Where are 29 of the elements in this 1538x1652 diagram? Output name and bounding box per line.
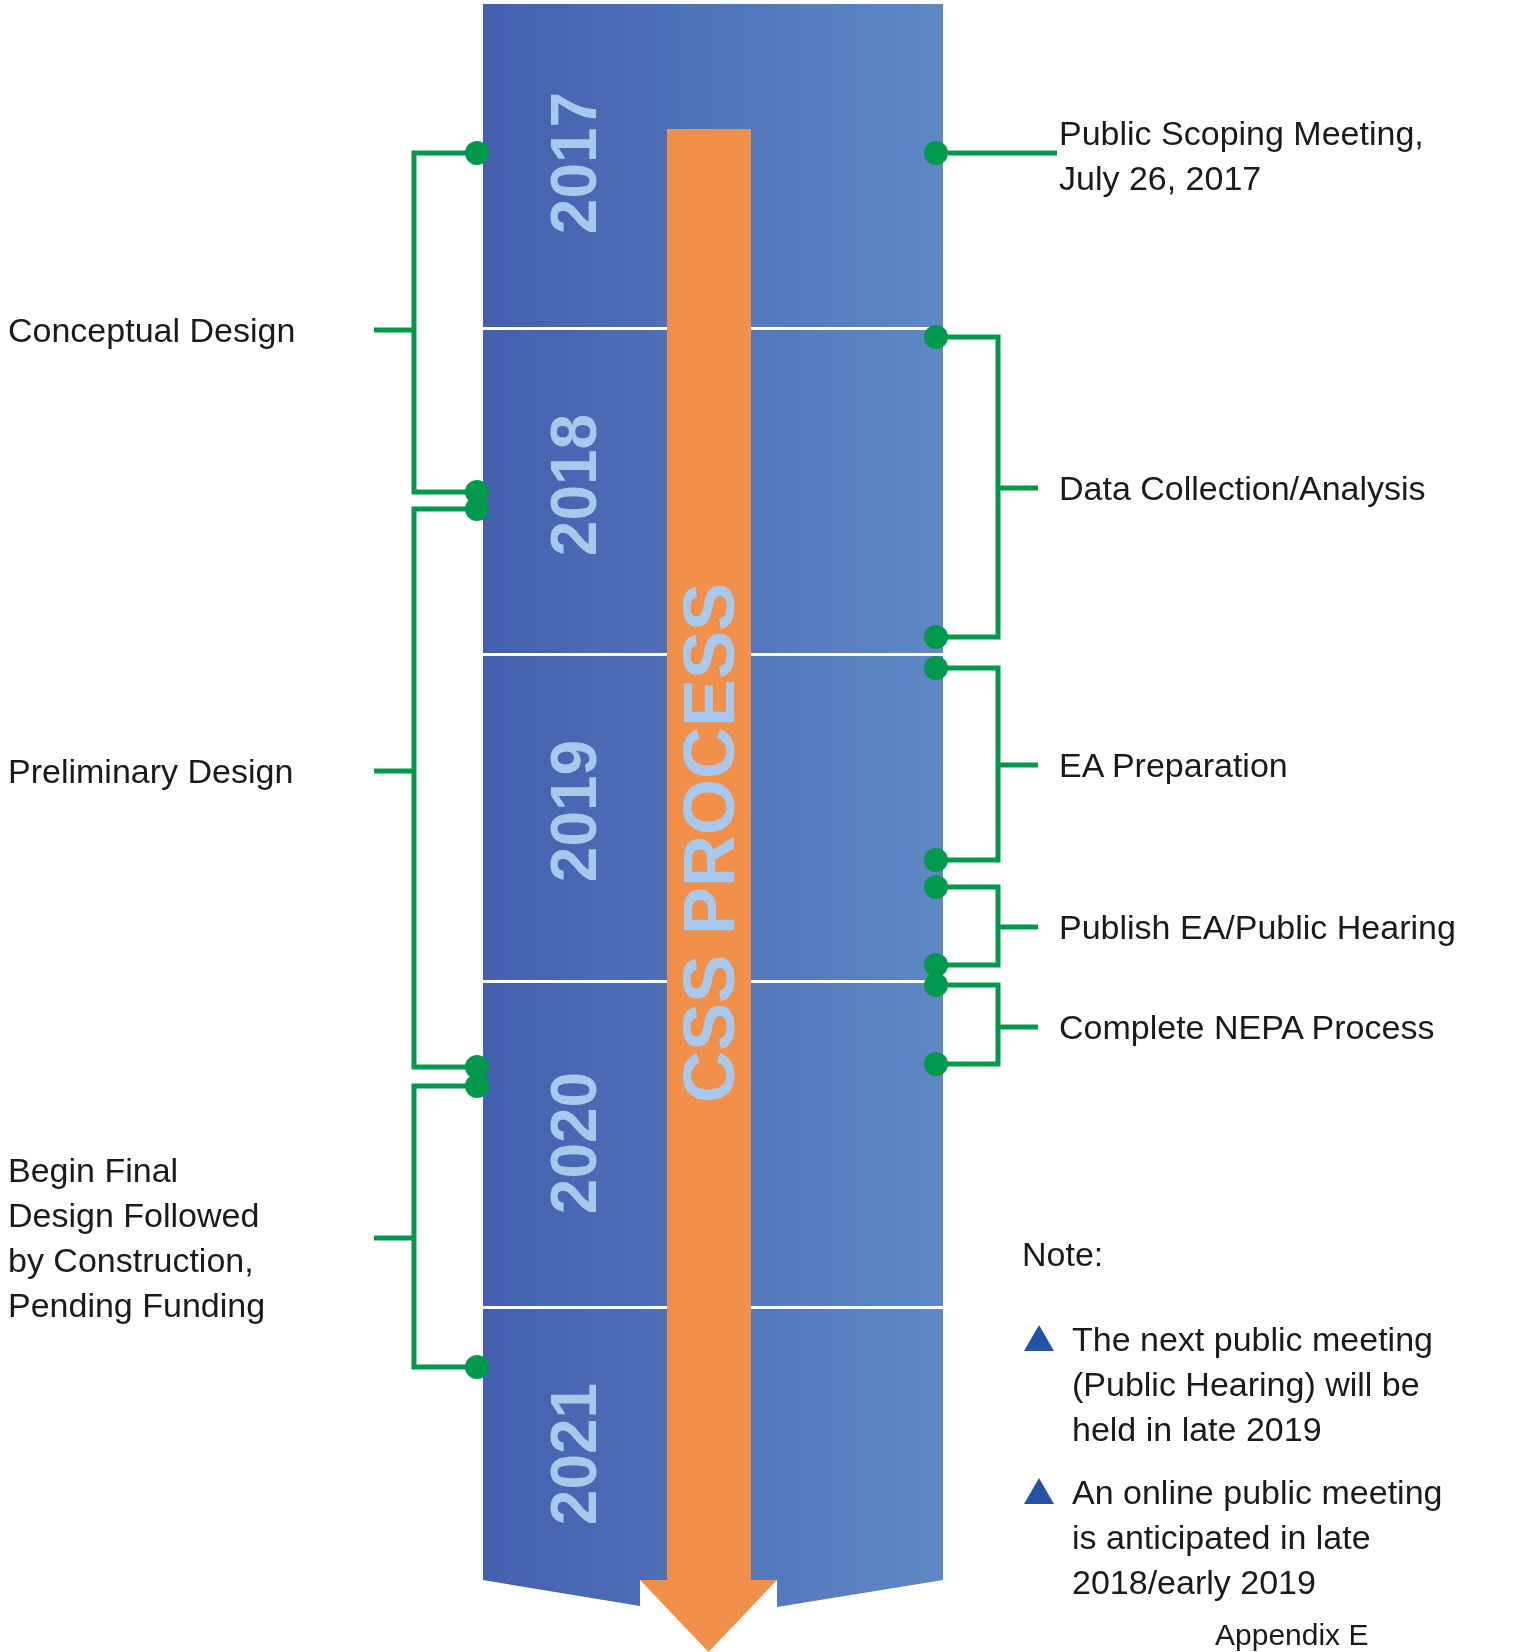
timeline-band: [751, 1309, 943, 1607]
year-label: 2019: [537, 739, 611, 883]
note-heading: Note:: [1022, 1234, 1105, 1275]
year-label: 2021: [537, 1382, 611, 1526]
timeline-band: [483, 656, 667, 980]
timeline-band: [751, 330, 943, 653]
year-label: 2017: [537, 91, 611, 235]
timeline-band: [483, 330, 667, 653]
note-text: The next public meeting (Public Hearing) will be held in late 2019: [1072, 1319, 1434, 1450]
phase-label: Complete NEPA Process: [1059, 1004, 1529, 1050]
timeline-band: [483, 983, 667, 1306]
timeline-dot: [924, 141, 948, 165]
phase-label: Preliminary Design: [8, 748, 353, 794]
timeline-band: [751, 656, 943, 980]
phase-label: Data Collection/Analysis: [1059, 465, 1529, 511]
process-arrow: [640, 129, 777, 1652]
phase-label: Conceptual Design: [8, 307, 348, 353]
leader-line: [948, 150, 1057, 156]
phase-label: Begin Final Design Followed by Construction, Pending Funding: [8, 1148, 283, 1328]
year-label: 2018: [537, 413, 611, 557]
year-label: 2020: [537, 1071, 611, 1215]
process-label: CSS PROCESS: [668, 582, 750, 1104]
phase-label: Publish EA/Public Hearing: [1059, 904, 1529, 950]
note-text: An online public meeting is anticipated in late 2018/early 2019: [1072, 1472, 1444, 1603]
page-note: Appendix E: [1215, 1617, 1370, 1652]
phase-label: EA Preparation: [1059, 742, 1529, 788]
timeline-band: [751, 983, 943, 1306]
phase-label: Public Scoping Meeting, July 26, 2017: [1059, 111, 1479, 201]
timeline-band: [483, 1309, 667, 1606]
